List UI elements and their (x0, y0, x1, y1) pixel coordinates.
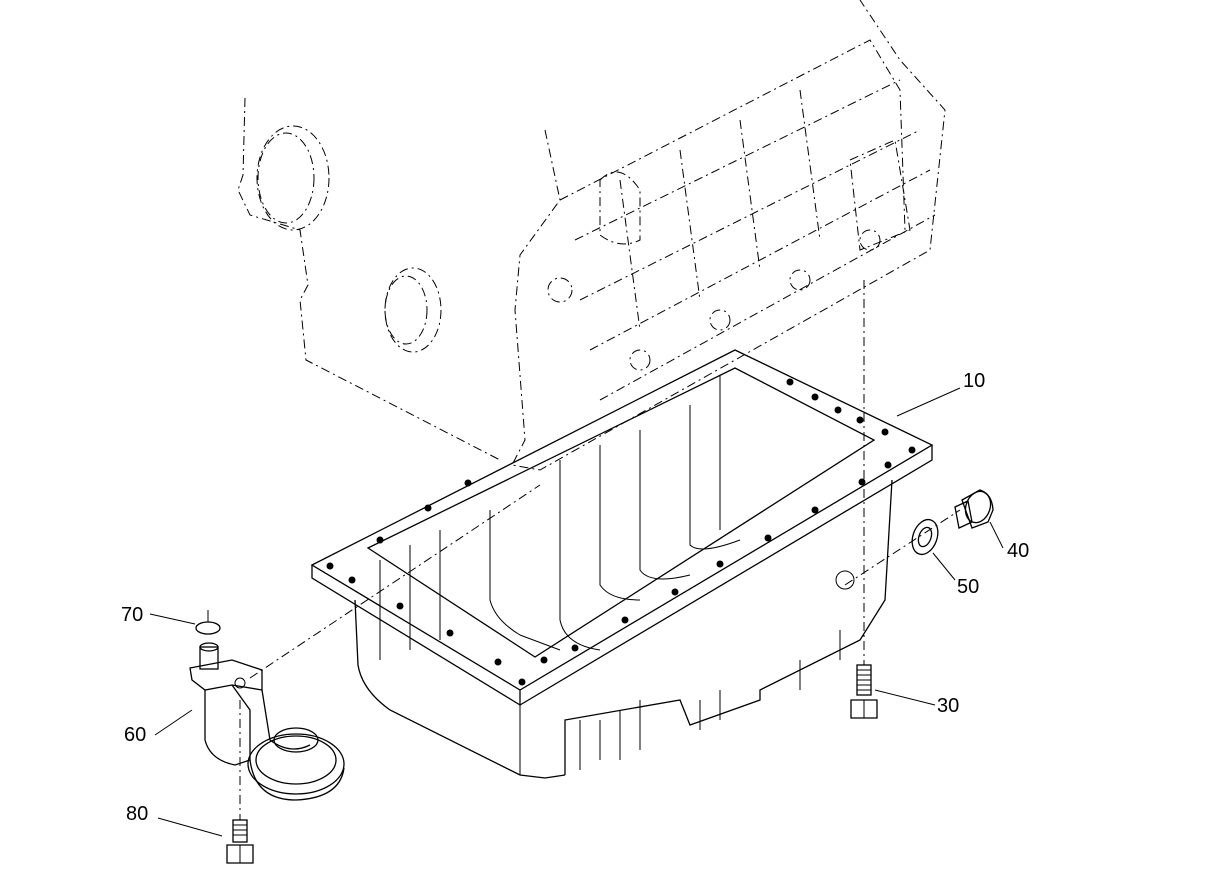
strainer-bolt (226, 819, 254, 864)
callout-30: 30 (937, 695, 960, 717)
o-ring (195, 610, 221, 635)
callout-40: 40 (1007, 540, 1030, 562)
drain-bolt (850, 664, 878, 719)
sealing-washer (911, 518, 939, 556)
leader-lines (149, 387, 1004, 837)
oil-pan (310, 349, 934, 779)
engine-block-outline (237, 0, 946, 471)
drain-plug (954, 489, 994, 529)
pan-flange-bolt-holes (326, 378, 916, 686)
assembly-centerlines (239, 280, 961, 820)
oil-strainer (189, 642, 345, 801)
callout-80: 80 (126, 803, 149, 825)
callout-50: 50 (957, 576, 980, 598)
callout-60: 60 (124, 724, 147, 746)
callout-70: 70 (121, 604, 144, 626)
callout-10: 10 (963, 370, 986, 392)
